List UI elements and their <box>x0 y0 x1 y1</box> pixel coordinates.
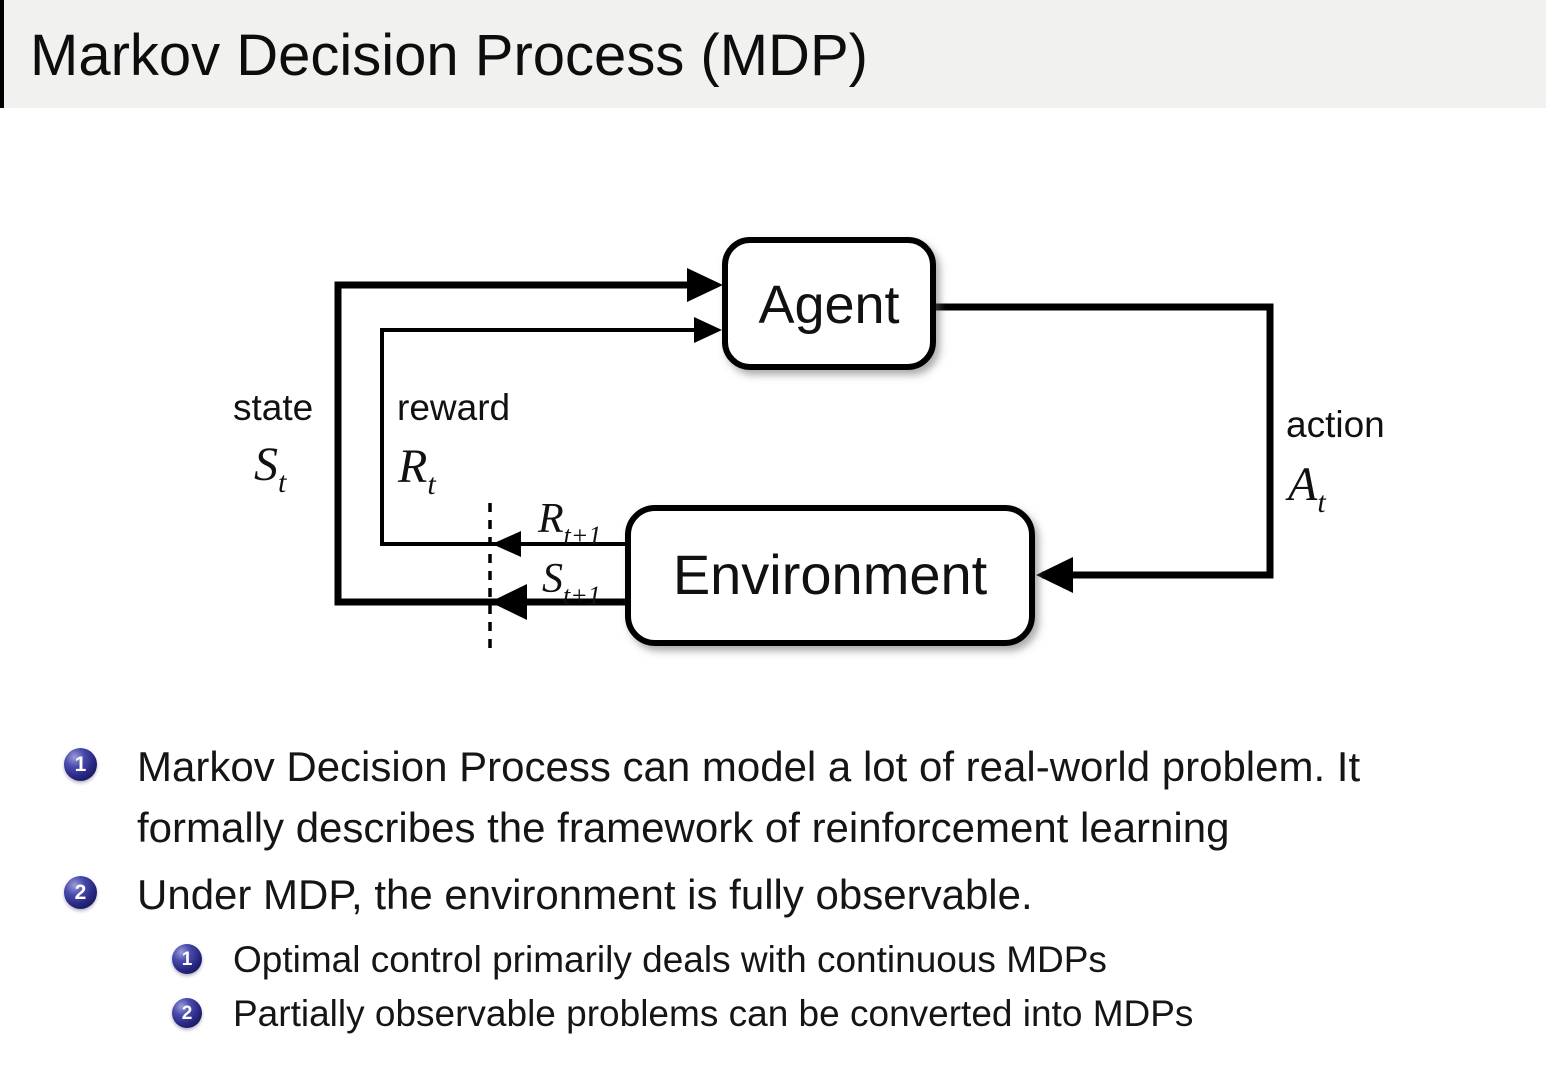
state-symbol: St <box>254 438 287 499</box>
agent-box <box>722 237 936 370</box>
state-line <box>334 281 692 606</box>
bullet-text: Markov Decision Process can model a lot … <box>137 743 1361 851</box>
sub-bullet-list: 1 Optimal control primarily deals with c… <box>172 933 1510 1041</box>
environment-label: Environment <box>673 543 988 606</box>
next-reward-arrowhead <box>492 531 521 557</box>
sub-bullet-text: Optimal control primarily deals with con… <box>233 939 1107 980</box>
next-state-symbol: St+1 <box>542 556 601 610</box>
list-item: 1 Markov Decision Process can model a lo… <box>64 736 1510 858</box>
next-reward-symbol: Rt+1 <box>537 496 601 550</box>
action-label: action <box>1286 404 1385 445</box>
action-arrowhead-environment <box>1036 557 1073 593</box>
state-label: state <box>233 387 313 428</box>
reward-arrowhead-agent <box>694 317 722 343</box>
sub-bullet-text: Partially observable problems can be con… <box>233 993 1194 1034</box>
reward-symbol: Rt <box>397 440 436 501</box>
action-line <box>933 303 1274 579</box>
sub-bullet-number-ball: 2 <box>172 998 202 1028</box>
bullet-number-ball: 2 <box>64 876 97 909</box>
next-state-arrowhead <box>490 584 527 620</box>
bullet-text: Under MDP, the environment is fully obse… <box>137 871 1033 918</box>
sub-list-item: 2 Partially observable problems can be c… <box>172 987 1510 1041</box>
sub-bullet-number-ball: 1 <box>172 944 202 974</box>
agent-label: Agent <box>758 275 899 335</box>
sub-list-item: 1 Optimal control primarily deals with c… <box>172 933 1510 987</box>
bullet-number-ball: 1 <box>64 748 97 781</box>
title-bar-left-edge <box>0 0 4 108</box>
slide-title: Markov Decision Process (MDP) <box>30 23 868 88</box>
reward-label: reward <box>397 387 510 428</box>
list-item: 2 Under MDP, the environment is fully ob… <box>64 864 1510 925</box>
mdp-diagram-svg: Agent Environment state St reward Rt act… <box>233 237 1385 650</box>
slide-title-bar: Markov Decision Process (MDP) <box>0 0 1546 108</box>
environment-box <box>625 505 1035 646</box>
state-arrowhead-agent <box>687 268 723 302</box>
bullet-list: 1 Markov Decision Process can model a lo… <box>64 736 1510 1041</box>
mdp-diagram: Agent Environment state St reward Rt act… <box>0 180 1546 740</box>
action-symbol: At <box>1285 458 1326 519</box>
